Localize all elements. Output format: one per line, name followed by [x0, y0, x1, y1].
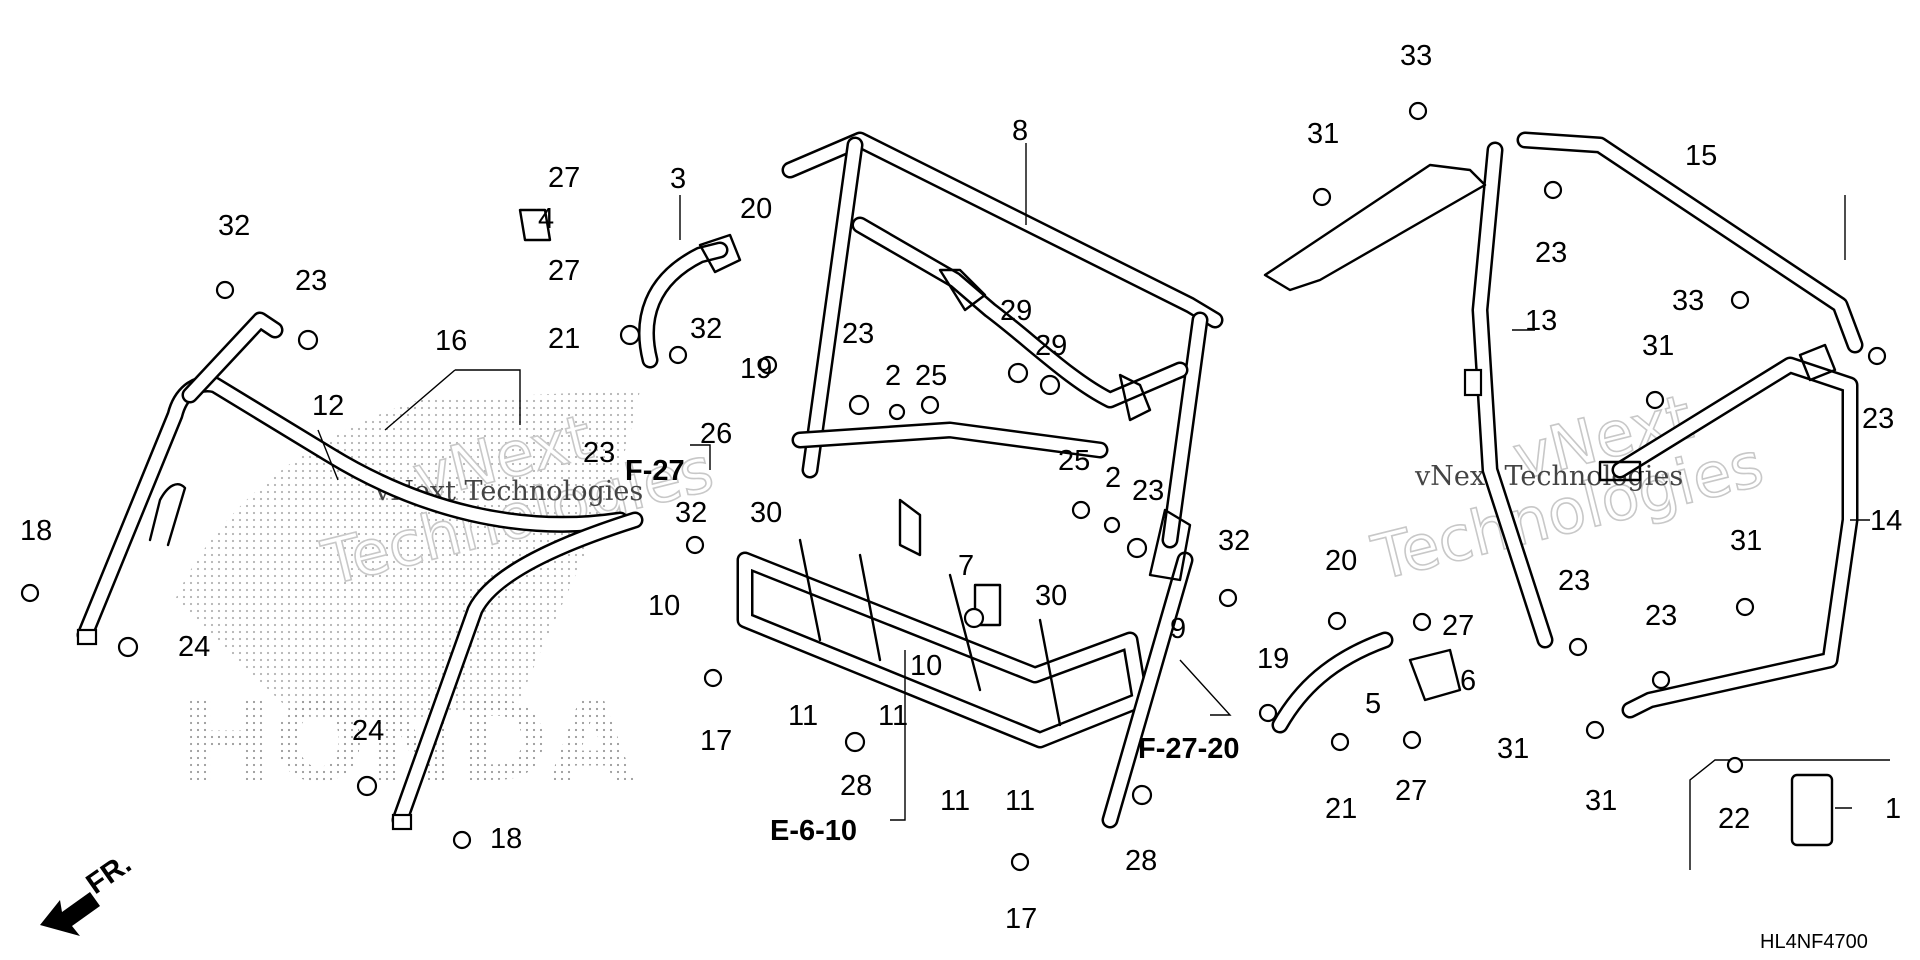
callout-11c: 11 [940, 785, 970, 817]
callout-31b: 31 [1642, 330, 1674, 362]
callout-15: 15 [1685, 140, 1717, 172]
callout-17b: 17 [1005, 903, 1037, 935]
callout-11b: 11 [878, 700, 908, 732]
fasteners [20, 101, 1887, 872]
callout-23e: 23 [1535, 237, 1567, 269]
callout-3: 3 [670, 163, 686, 195]
callout-30: 30 [750, 497, 782, 529]
callout-29b: 29 [1035, 330, 1067, 362]
callout-26: 26 [700, 418, 732, 450]
callout-32b: 32 [690, 313, 722, 345]
callout-31d: 31 [1497, 733, 1529, 765]
ref-f-27: F-27 [625, 455, 685, 487]
callout-20b: 20 [1325, 545, 1357, 577]
callout-24: 24 [178, 631, 210, 663]
front-arrow-icon [40, 892, 100, 936]
callout-12: 12 [312, 390, 344, 422]
callout-21b: 21 [1325, 793, 1357, 825]
callout-6: 6 [1460, 665, 1476, 697]
callout-32c: 32 [675, 497, 707, 529]
rear-upright [1101, 508, 1194, 829]
bracket-pipe [638, 233, 742, 369]
callout-32d: 32 [1218, 525, 1250, 557]
callout-19: 19 [740, 353, 772, 385]
callout-10: 10 [648, 590, 680, 622]
callout-17: 17 [700, 725, 732, 757]
callout-2b: 2 [1105, 462, 1121, 494]
callout-14: 14 [1870, 505, 1902, 537]
callout-19b: 19 [1257, 643, 1289, 675]
main-roll-frame [736, 131, 1224, 749]
callout-27: 27 [548, 162, 580, 194]
callout-23b: 23 [583, 437, 615, 469]
callout-labels: 1 2 2 3 4 5 6 7 8 9 10 10 11 11 11 11 12… [20, 40, 1902, 935]
callout-32: 32 [218, 210, 250, 242]
callout-11d: 11 [1005, 785, 1035, 817]
callout-33: 33 [1400, 40, 1432, 72]
callout-23h: 23 [1862, 403, 1894, 435]
reflector-inset [1689, 759, 1890, 870]
right-roll-bar [1263, 131, 1864, 649]
callout-23c: 23 [842, 318, 874, 350]
callout-29: 29 [1000, 295, 1032, 327]
diagram-code: HL4NF4700 [1760, 931, 1868, 953]
callout-1: 1 [1885, 793, 1901, 825]
callout-16: 16 [435, 325, 467, 357]
callout-18b: 18 [490, 823, 522, 855]
callout-10b: 10 [910, 650, 942, 682]
callout-28: 28 [840, 770, 872, 802]
callout-23g: 23 [1645, 600, 1677, 632]
ref-f-27-20: F-27-20 [1138, 733, 1240, 765]
small-brackets [518, 208, 1462, 734]
callout-8: 8 [1012, 115, 1028, 147]
callout-5: 5 [1365, 688, 1381, 720]
front-roll-bar [76, 311, 644, 831]
direction-indicator: FR. [40, 848, 137, 936]
callout-20: 20 [740, 193, 772, 225]
callout-27d: 27 [1395, 775, 1427, 807]
callout-31e: 31 [1585, 785, 1617, 817]
callout-28b: 28 [1125, 845, 1157, 877]
callout-31: 31 [1307, 118, 1339, 150]
callout-23: 23 [295, 265, 327, 297]
callout-31c: 31 [1730, 525, 1762, 557]
callout-24b: 24 [352, 715, 384, 747]
callout-4: 4 [538, 203, 554, 235]
callout-11: 11 [788, 700, 818, 732]
callout-21: 21 [548, 323, 580, 355]
callout-25b: 25 [1058, 445, 1090, 477]
callout-22: 22 [1718, 803, 1750, 835]
callout-33b: 33 [1672, 285, 1704, 317]
callout-18: 18 [20, 515, 52, 547]
honda-watermark: HONDA [175, 390, 640, 806]
callout-23d: 23 [1132, 475, 1164, 507]
callout-23f: 23 [1558, 565, 1590, 597]
callout-2: 2 [885, 360, 901, 392]
callout-27b: 27 [548, 255, 580, 287]
callout-30b: 30 [1035, 580, 1067, 612]
callout-7: 7 [958, 550, 974, 582]
ref-e-6-10: E-6-10 [770, 815, 857, 847]
callout-13: 13 [1525, 305, 1557, 337]
callout-9: 9 [1170, 613, 1186, 645]
reference-labels: F-27 F-27-20 E-6-10 [625, 455, 1240, 847]
leader-lines [317, 143, 1870, 821]
callout-25: 25 [915, 360, 947, 392]
callout-27c: 27 [1442, 610, 1474, 642]
